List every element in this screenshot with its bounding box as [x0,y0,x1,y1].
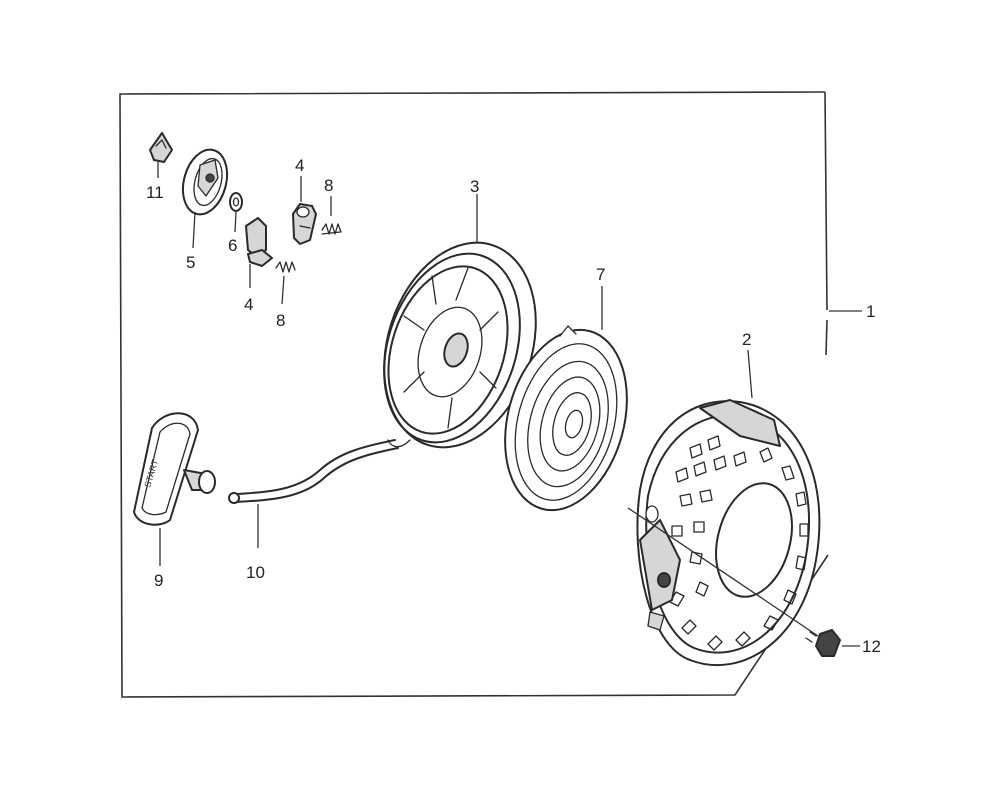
part-4-ratchet-upper [292,176,317,245]
callout-1: 1 [866,302,875,321]
callout-9: 9 [154,571,163,590]
callout-4-lower: 4 [244,295,253,314]
callout-10: 10 [246,563,265,582]
part-6-washer [229,192,243,233]
callout-8-lower: 8 [276,311,285,330]
callout-labels: 1 2 3 4 4 5 6 7 8 8 9 10 11 12 [146,156,881,656]
part-5-ratchet-plate [181,148,229,249]
part-10-starter-rope [228,439,399,548]
callout-8-upper: 8 [324,176,333,195]
part-7-spiral-spring [504,286,628,512]
part-8-spring-lower [275,261,296,305]
callout-7: 7 [596,265,605,284]
part-4-ratchet-lower [245,217,273,288]
callout-12: 12 [862,637,881,656]
part-9-starter-grip: START [133,412,216,566]
part-12-flange-bolt [627,507,860,657]
callout-2: 2 [742,330,751,349]
part-3-reel [383,194,537,449]
part-11-bolt [149,132,173,178]
callout-3: 3 [470,177,479,196]
callout-5: 5 [186,253,195,272]
callout-6: 6 [228,236,237,255]
part-2-starter-case [636,349,821,666]
part-8-spring-upper [321,196,342,235]
reel-spokes [403,267,499,429]
callout-4-upper: 4 [295,156,304,175]
callout-11: 11 [146,183,164,202]
